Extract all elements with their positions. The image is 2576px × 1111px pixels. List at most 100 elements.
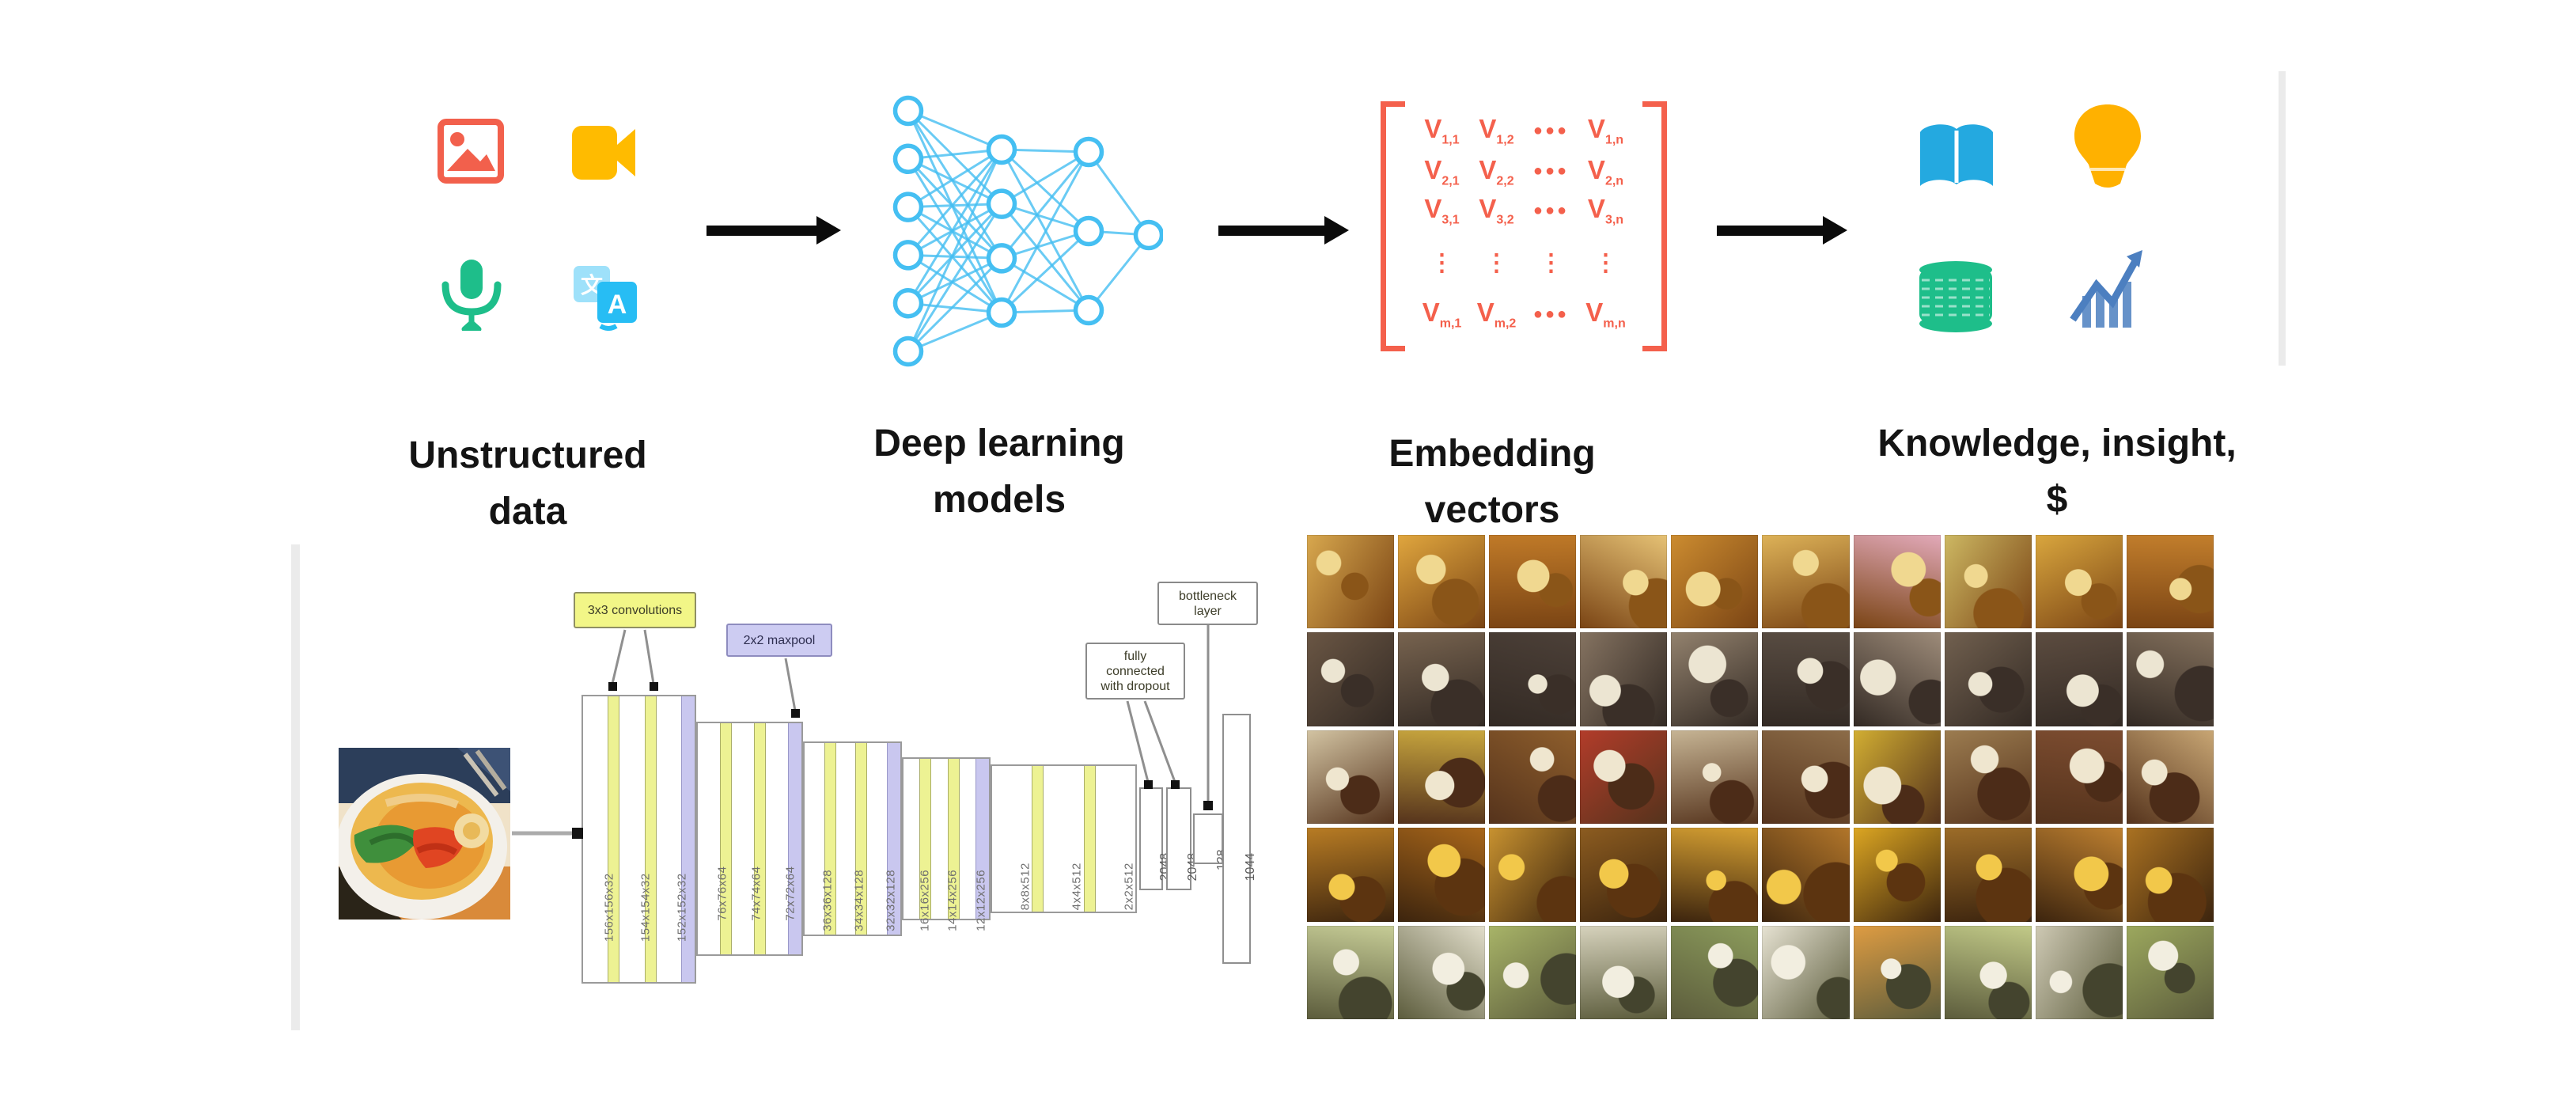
food-photo-banchan-table-settings [1489, 632, 1577, 726]
dense-layer-bar: 1044 [1222, 714, 1257, 964]
conv-layer: 76x76x64 [698, 723, 729, 954]
nn-node [892, 287, 924, 319]
matrix-cell: V1,2 [1479, 114, 1514, 147]
conv-layer: 2x2x512 [1096, 766, 1135, 912]
food-photo-french-fries [1762, 535, 1850, 629]
food-photo-meat-and-rice-plates [1580, 730, 1668, 825]
nn-node [1073, 215, 1104, 247]
food-similarity-grid [1307, 535, 2214, 1019]
food-photo-french-fries [1853, 535, 1941, 629]
layer-dims-label: 14x14x256 [945, 869, 960, 931]
nn-node [1073, 136, 1104, 168]
conv-layer: 152x152x32 [657, 696, 689, 982]
conv-stripe [947, 759, 960, 919]
food-photo-banchan-table-settings [1580, 632, 1668, 726]
layer-dims-label: 16x16x256 [918, 869, 932, 931]
conv-layer: 32x32x128 [867, 743, 897, 935]
layer-dims-label: 76x76x64 [715, 866, 729, 921]
layer-dims-label: 74x74x64 [749, 866, 763, 921]
matrix-row: V1,1 V1,2 ●●● V1,n [1415, 114, 1633, 148]
food-photo-green-desserts [1762, 925, 1850, 1019]
chart-icon [2070, 247, 2146, 329]
matrix-dots-row: ⋮⋮⋮⋮ [1415, 249, 1633, 276]
svg-text:A: A [608, 290, 627, 320]
layer-size-label: 1044 [1244, 852, 1257, 882]
conv-stripe [1083, 766, 1096, 912]
maxpool-callout: 2x2 maxpool [726, 624, 832, 657]
matrix-hdots: ●●● [1532, 305, 1570, 323]
conv-layer: 156x156x32 [583, 696, 616, 982]
matrix-cell: V1,1 [1424, 114, 1460, 147]
matrix-left-bracket [1381, 101, 1405, 351]
video-icon [572, 123, 637, 183]
layer-dims-label: 152x152x32 [675, 873, 689, 942]
food-photo-meat-and-rice-plates [1307, 730, 1395, 825]
food-photo-curry-soup-bowls [1398, 828, 1486, 922]
conv-layer: 72x72x64 [766, 723, 797, 954]
nn-node [986, 134, 1017, 165]
conv-layer: 36x36x128 [805, 743, 835, 935]
food-photo-french-fries [1307, 535, 1395, 629]
food-photo-curry-soup-bowls [1307, 828, 1395, 922]
food-photo-french-fries [1671, 535, 1759, 629]
nn-node [1133, 219, 1165, 251]
food-photo-french-fries [2035, 535, 2123, 629]
stage-label-knowledge-insight: Knowledge, insight,$ [1877, 423, 2237, 521]
food-photo-banchan-table-settings [1853, 632, 1941, 726]
coins-icon [1915, 260, 1996, 334]
conv-layer: 74x74x64 [732, 723, 763, 954]
conv-stripe [1032, 766, 1044, 912]
food-photo-meat-and-rice-plates [2126, 730, 2214, 825]
food-photo-meat-and-rice-plates [1853, 730, 1941, 825]
bulb-icon [2071, 104, 2144, 193]
dense-layer-bar: 2048 [1139, 787, 1172, 890]
conv-stripe [720, 723, 732, 954]
layer-dims-label: 72x72x64 [783, 866, 797, 921]
matrix-hdots: ●●● [1532, 162, 1570, 180]
matrix-vdots: ⋮ [1593, 249, 1618, 276]
food-photo-curry-soup-bowls [1671, 828, 1759, 922]
conv-stripe [608, 696, 620, 982]
food-photo-green-desserts [1398, 925, 1486, 1019]
nn-node [986, 243, 1017, 274]
matrix-hdots: ●●● [1532, 121, 1570, 139]
nn-node [986, 188, 1017, 219]
food-photo-green-desserts [1580, 925, 1668, 1019]
right-figure-edge [2279, 71, 2286, 366]
food-photo-banchan-table-settings [2126, 632, 2214, 726]
conv-layer: 154x154x32 [619, 696, 652, 982]
book-icon [1917, 123, 1996, 191]
conv-stripe [855, 743, 868, 935]
arrow-3 [1717, 216, 1847, 245]
food-photo-meat-and-rice-plates [2035, 730, 2123, 825]
food-photo-banchan-table-settings [2035, 632, 2123, 726]
layer-dims-label: 36x36x128 [820, 869, 835, 931]
matrix-cell: V3,n [1587, 194, 1624, 227]
matrix-cell: V2,2 [1479, 154, 1514, 188]
conv-stripe [754, 723, 766, 954]
food-photo-green-desserts [1307, 925, 1395, 1019]
food-photo-curry-soup-bowls [1853, 828, 1941, 922]
matrix-cell: V1,n [1587, 114, 1624, 147]
maxpool-stripe [975, 759, 989, 919]
nn-node [986, 297, 1017, 328]
conv-layer: 14x14x256 [931, 759, 960, 931]
food-photo-green-desserts [1489, 925, 1577, 1019]
food-photo-banchan-table-settings [1762, 632, 1850, 726]
layer-dims-label: 32x32x128 [884, 869, 898, 931]
conv-layer: 12x12x256 [960, 759, 987, 931]
nn-node [892, 143, 924, 175]
conv-callout: 3x3 convolutions [574, 592, 696, 628]
food-photo-meat-and-rice-plates [1944, 730, 2032, 825]
food-photo-green-desserts [1671, 925, 1759, 1019]
matrix-cell: V3,2 [1479, 194, 1514, 227]
